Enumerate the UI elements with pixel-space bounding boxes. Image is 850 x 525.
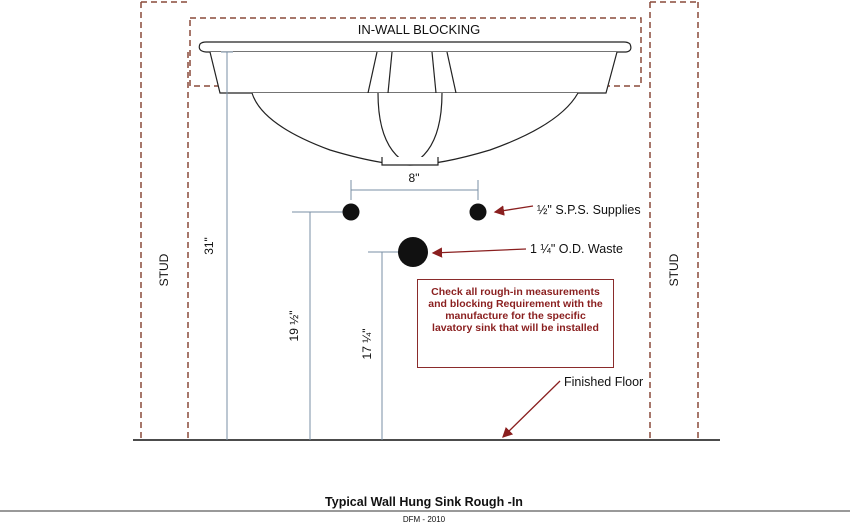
supply-spacing-dimension xyxy=(350,180,479,200)
supplies-label: ½" S.P.S. Supplies xyxy=(537,203,641,217)
stud-left-label: STUD xyxy=(157,253,171,286)
wall-hung-sink xyxy=(198,41,632,166)
right-stud xyxy=(649,1,699,440)
floor-label: Finished Floor xyxy=(564,375,643,389)
waste-pipe xyxy=(398,237,428,267)
blocking-label: IN-WALL BLOCKING xyxy=(358,22,481,37)
stud-right-label: STUD xyxy=(667,253,681,286)
credit-label: DFM - 2010 xyxy=(403,515,446,524)
waste-height-dimension xyxy=(368,251,408,440)
supplies-arrow xyxy=(493,205,534,216)
waste-arrow xyxy=(431,247,527,258)
sink-height-label: 31" xyxy=(202,237,216,255)
left-stud xyxy=(140,1,189,440)
diagram-title: Typical Wall Hung Sink Rough -In xyxy=(325,495,523,509)
floor-arrow xyxy=(502,380,561,438)
note-box: Check all rough-in measurements and bloc… xyxy=(417,279,614,368)
supply-height-label: 19 ½" xyxy=(287,311,301,342)
width-dimension-label: 8" xyxy=(409,171,420,185)
waste-height-label: 17 ¼" xyxy=(360,329,374,360)
supply-right xyxy=(469,203,487,221)
waste-label: 1 ¼" O.D. Waste xyxy=(530,242,623,256)
supply-left xyxy=(342,203,360,221)
sink-height-dimension xyxy=(221,51,233,440)
supply-height-dimension xyxy=(292,211,350,440)
